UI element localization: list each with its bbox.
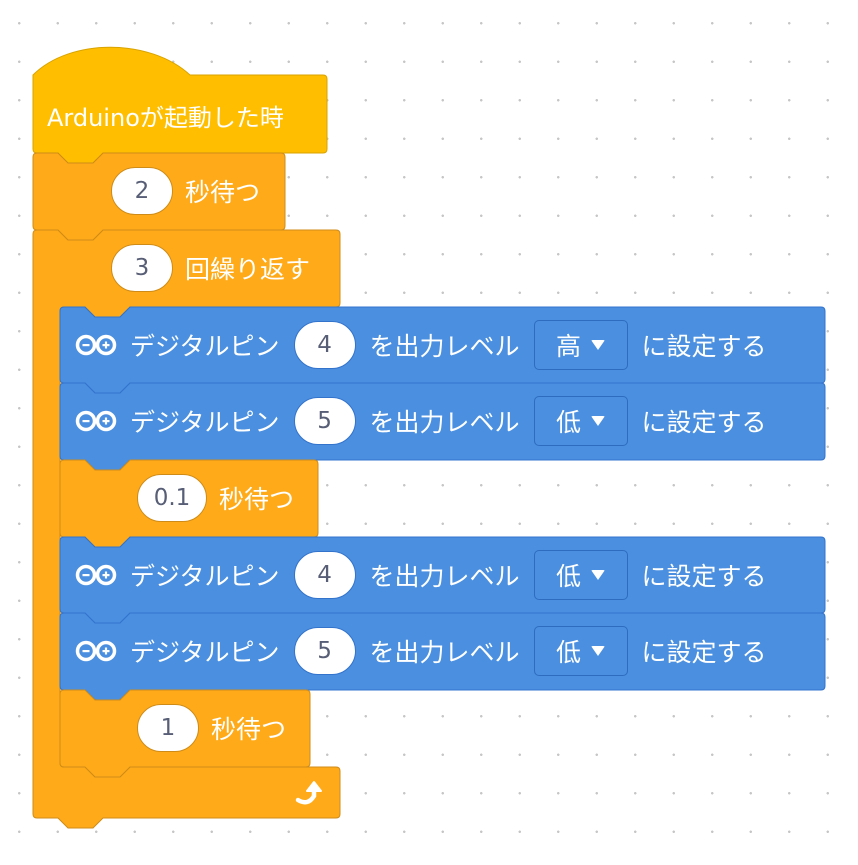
wait-block[interactable]: 2 秒待つ xyxy=(111,153,260,229)
set-digital-pin-block[interactable]: デジタルピン 5 を出力レベル 低 に設定する xyxy=(74,613,767,689)
set-digital-pin-block[interactable]: デジタルピン 5 を出力レベル 低 に設定する xyxy=(74,383,767,459)
set-suffix-label: に設定する xyxy=(641,332,767,361)
pin-number-input[interactable]: 5 xyxy=(293,397,356,445)
pin-prefix-label: デジタルピン xyxy=(130,638,280,667)
arduino-icon xyxy=(75,564,117,586)
when-arduino-starts-block[interactable]: Arduinoが起動した時 xyxy=(47,77,284,153)
level-dropdown[interactable]: 低 xyxy=(533,550,628,600)
wait-seconds-input[interactable]: 0.1 xyxy=(137,474,207,522)
repeat-block[interactable]: 3 回繰り返す xyxy=(111,230,310,306)
dropdown-arrow-icon xyxy=(591,570,606,580)
wait-label: 秒待つ xyxy=(211,715,287,744)
pin-number-input[interactable]: 5 xyxy=(293,627,356,675)
level-value: 低 xyxy=(556,562,582,591)
output-level-label: を出力レベル xyxy=(369,408,520,437)
wait-label: 秒待つ xyxy=(185,178,261,207)
output-level-label: を出力レベル xyxy=(369,638,520,667)
set-suffix-label: に設定する xyxy=(641,562,767,591)
arduino-icon xyxy=(75,640,117,662)
wait-block[interactable]: 1 秒待つ xyxy=(137,690,286,766)
loop-arrow-icon xyxy=(295,781,322,805)
output-level-label: を出力レベル xyxy=(369,562,520,591)
pin-prefix-label: デジタルピン xyxy=(130,332,280,361)
level-value: 低 xyxy=(556,638,582,667)
set-digital-pin-block[interactable]: デジタルピン 4 を出力レベル 低 に設定する xyxy=(74,537,767,613)
wait-seconds-input[interactable]: 1 xyxy=(137,704,199,752)
output-level-label: を出力レベル xyxy=(369,332,520,361)
pin-prefix-label: デジタルピン xyxy=(130,408,280,437)
set-suffix-label: に設定する xyxy=(641,638,767,667)
repeat-label: 回繰り返す xyxy=(185,255,311,284)
level-value: 低 xyxy=(556,408,582,437)
dropdown-arrow-icon xyxy=(591,646,606,656)
level-dropdown[interactable]: 高 xyxy=(533,320,628,370)
set-suffix-label: に設定する xyxy=(641,408,767,437)
wait-block[interactable]: 0.1 秒待つ xyxy=(137,460,294,536)
pin-block-shape xyxy=(59,382,826,471)
pin-number-input[interactable]: 4 xyxy=(293,551,356,599)
hat-label: Arduinoが起動した時 xyxy=(47,103,284,132)
pin-prefix-label: デジタルピン xyxy=(130,562,280,591)
wait-label: 秒待つ xyxy=(219,485,295,514)
level-value: 高 xyxy=(556,332,582,361)
pin-number-input[interactable]: 4 xyxy=(293,321,356,369)
pin-block-shape xyxy=(59,612,826,701)
dropdown-arrow-icon xyxy=(591,340,606,350)
level-dropdown[interactable]: 低 xyxy=(533,396,628,446)
dropdown-arrow-icon xyxy=(591,416,606,426)
level-dropdown[interactable]: 低 xyxy=(533,626,628,676)
wait-seconds-input[interactable]: 2 xyxy=(111,167,173,215)
repeat-count-input[interactable]: 3 xyxy=(111,244,173,292)
set-digital-pin-block[interactable]: デジタルピン 4 を出力レベル 高 に設定する xyxy=(74,307,767,383)
arduino-icon xyxy=(75,410,117,432)
arduino-icon xyxy=(75,334,117,356)
